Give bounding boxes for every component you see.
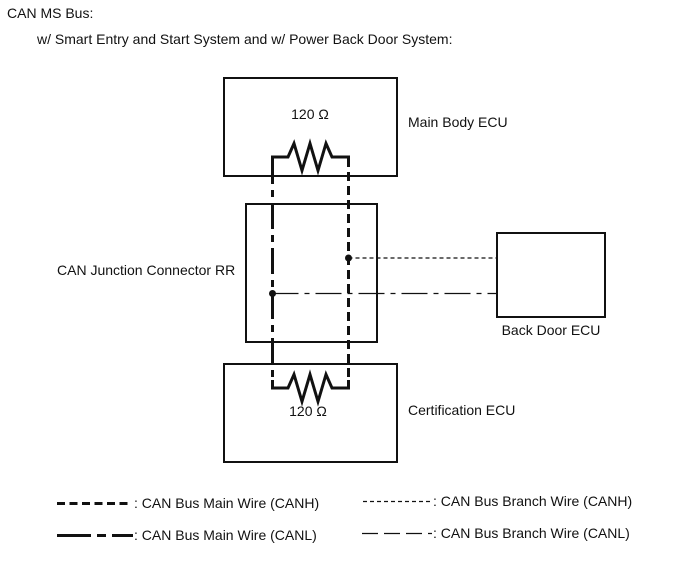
legend-branch-canl-label: : CAN Bus Branch Wire (CANL) [433, 525, 630, 541]
can-junction-connector-rr-label: CAN Junction Connector RR [57, 262, 236, 278]
back-door-ecu-label: Back Door ECU [501, 322, 601, 338]
resistor-bottom-value: 120 Ω [289, 403, 327, 419]
legend-main-canl-label: : CAN Bus Main Wire (CANL) [134, 527, 317, 543]
main-body-ecu-box [223, 77, 398, 177]
page-subtitle: w/ Smart Entry and Start System and w/ P… [37, 31, 453, 47]
main-body-ecu-label: Main Body ECU [408, 114, 508, 130]
back-door-ecu-box [496, 232, 606, 318]
can-junction-connector-rr-box [245, 203, 378, 343]
certification-ecu-label: Certification ECU [408, 402, 516, 418]
page-title: CAN MS Bus: [7, 5, 94, 21]
legend-branch-canh-label: : CAN Bus Branch Wire (CANH) [433, 493, 633, 509]
resistor-top-value: 120 Ω [291, 106, 329, 122]
legend-main-canh-label: : CAN Bus Main Wire (CANH) [134, 495, 320, 511]
